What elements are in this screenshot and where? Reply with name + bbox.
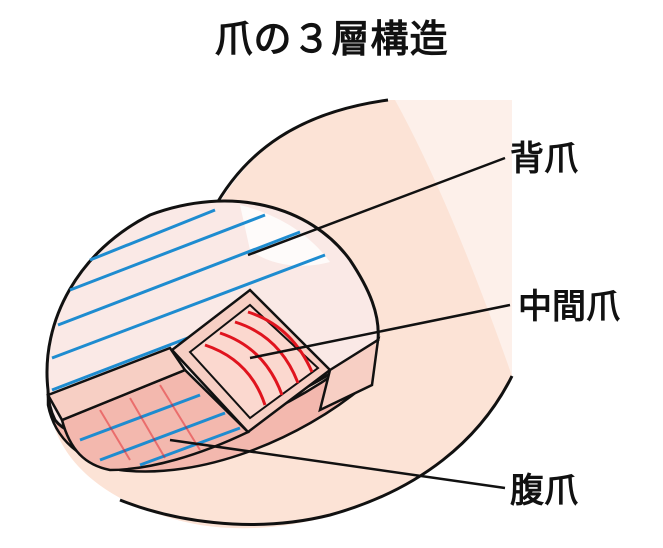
label-dorsal: 背爪	[510, 139, 578, 179]
label-ventral: 腹爪	[510, 471, 578, 511]
label-intermediate: 中間爪	[518, 287, 620, 327]
